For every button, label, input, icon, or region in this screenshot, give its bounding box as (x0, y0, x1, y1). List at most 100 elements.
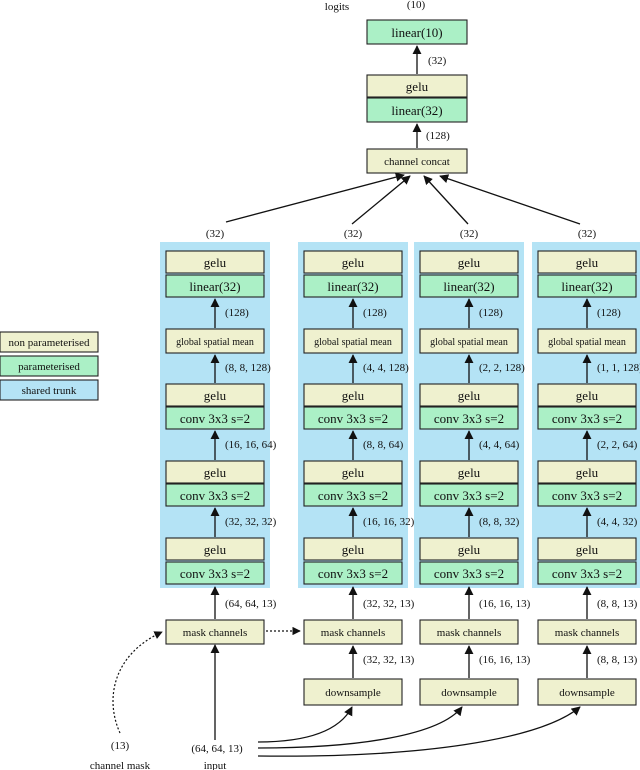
branch2-mask-box (303, 619, 403, 645)
branch1-gelu2-box (165, 460, 265, 484)
branch1-output-shape: (32) (206, 228, 225, 240)
branch4-to-concat-arrow (439, 174, 581, 225)
branch2-conv1-label: conv 3x3 s=2 (318, 566, 388, 581)
head-linear32-label: linear(32) (391, 103, 442, 118)
head-linear10-label: linear(10) (391, 25, 442, 40)
branch1-conv1-label: conv 3x3 s=2 (180, 566, 250, 581)
legend-parameterised-swatch (0, 355, 99, 377)
branch3-output-shape: (32) (460, 228, 479, 240)
branch4-gelu1-label: gelu (576, 542, 599, 557)
branch2-conv2-label: conv 3x3 s=2 (318, 488, 388, 503)
branch3-conv3-shape: (2, 2, 128) (479, 362, 525, 374)
branch2-input-shape: (32, 32, 13) (363, 598, 415, 610)
branch3-gelu-top-box (419, 250, 519, 274)
branch2-to-concat-arrow (351, 175, 411, 225)
branch1-gelu3-label: gelu (204, 388, 227, 403)
branch3-gelu-top-label: gelu (458, 255, 481, 270)
branch4-conv1-label: conv 3x3 s=2 (552, 566, 622, 581)
branch2-conv3-label: conv 3x3 s=2 (318, 411, 388, 426)
branch2-output-shape: (32) (344, 228, 363, 240)
head-output-shape: (10) (407, 0, 426, 11)
branch3-conv1-label: conv 3x3 s=2 (434, 566, 504, 581)
branch1-pool-box (165, 328, 265, 354)
branch1-conv1-box (165, 561, 265, 585)
branch1-gelu1-label: gelu (204, 542, 227, 557)
branch4-gelu3-box (537, 383, 637, 407)
branch1-conv1-shape: (32, 32, 32) (225, 516, 277, 528)
branch4-input-shape: (8, 8, 13) (597, 598, 638, 610)
branch4-conv1-box (537, 561, 637, 585)
branch4-output-shape: (32) (578, 228, 597, 240)
branch2-downsample-box (303, 678, 403, 706)
branch3-conv2-box (419, 483, 519, 507)
branch2-gelu2-box (303, 460, 403, 484)
branch2-conv1-box (303, 561, 403, 585)
input-label: input (204, 760, 227, 770)
branch2-gelu1-label: gelu (342, 542, 365, 557)
branch2-gelu3-box (303, 383, 403, 407)
branch4-downsample-label: downsample (559, 687, 615, 699)
head-shape-128: (128) (426, 130, 450, 142)
branch1-linear-label: linear(32) (189, 279, 240, 294)
legend-shared-trunk-swatch (0, 379, 99, 401)
branch3-gelu2-label: gelu (458, 465, 481, 480)
branch4-downsample-box (537, 678, 637, 706)
input-to-downsample2-arrow (257, 706, 353, 743)
branch3-linear-label: linear(32) (443, 279, 494, 294)
branch3-linear-box (419, 274, 519, 298)
branch2-conv3-shape: (4, 4, 128) (363, 362, 409, 374)
branch3-conv1-box (419, 561, 519, 585)
branch3-conv2-label: conv 3x3 s=2 (434, 488, 504, 503)
head-linear10-box (366, 19, 468, 45)
branch4-gelu-top-box (537, 250, 637, 274)
branch2-gelu3-label: gelu (342, 388, 365, 403)
branch2-linear-label: linear(32) (327, 279, 378, 294)
branch3-pool-box (419, 328, 519, 354)
branch2-downsample-label: downsample (325, 687, 381, 699)
branch3-conv2-shape: (4, 4, 64) (479, 439, 520, 451)
branch3-input-shape: (16, 16, 13) (479, 598, 531, 610)
branch1-pool-label: global spatial mean (176, 337, 254, 348)
branch4-gelu3-label: gelu (576, 388, 599, 403)
head-shape-32: (32) (428, 55, 447, 67)
input-to-downsample4-arrow (257, 706, 581, 757)
concat-label: channel concat (384, 156, 450, 168)
branch3-gelu3-label: gelu (458, 388, 481, 403)
branch1-gelu2-label: gelu (204, 465, 227, 480)
branch1-to-concat-arrow (225, 172, 405, 223)
concat-box (366, 148, 468, 174)
branch2-linear-box (303, 274, 403, 298)
branch3-conv3-box (419, 406, 519, 430)
branch1-conv2-box (165, 483, 265, 507)
branch1-gelu-top-label: gelu (204, 255, 227, 270)
branch2-gelu1-box (303, 537, 403, 561)
branch1-input-shape: (64, 64, 13) (225, 598, 277, 610)
branch4-conv1-shape: (4, 4, 32) (597, 516, 638, 528)
branch2-gelu-top-box (303, 250, 403, 274)
branch4-gelu2-label: gelu (576, 465, 599, 480)
input-to-downsample3-arrow (257, 706, 463, 749)
branch1-conv3-shape: (8, 8, 128) (225, 362, 271, 374)
branches: (32) gelu linear(32) (128) global spatial me… (160, 228, 640, 706)
legend-non-parameterised: non parameterised (9, 337, 90, 349)
branch4-linear-box (537, 274, 637, 298)
branch3-pool-label: global spatial mean (430, 337, 508, 348)
branch1-conv2-shape: (16, 16, 64) (225, 439, 277, 451)
branch2-conv1-shape: (16, 16, 32) (363, 516, 415, 528)
branch1-mask-label: mask channels (183, 627, 247, 639)
branch2-pool-shape: (128) (363, 307, 387, 319)
branch4-pool-label: global spatial mean (548, 337, 626, 348)
branch4-downsample-shape: (8, 8, 13) (597, 654, 638, 666)
branch2-mask-label: mask channels (321, 627, 385, 639)
branch3-mask-label: mask channels (437, 627, 501, 639)
branch1-conv2-label: conv 3x3 s=2 (180, 488, 250, 503)
channel-mask-label: channel mask (90, 760, 151, 770)
branch1-conv3-box (165, 406, 265, 430)
branch2-conv2-shape: (8, 8, 64) (363, 439, 404, 451)
branch2-gelu-top-label: gelu (342, 255, 365, 270)
branch4-conv2-label: conv 3x3 s=2 (552, 488, 622, 503)
branch3-downsample-shape: (16, 16, 13) (479, 654, 531, 666)
branch1-conv3-label: conv 3x3 s=2 (180, 411, 250, 426)
branch3-gelu3-box (419, 383, 519, 407)
branch4-gelu-top-label: gelu (576, 255, 599, 270)
